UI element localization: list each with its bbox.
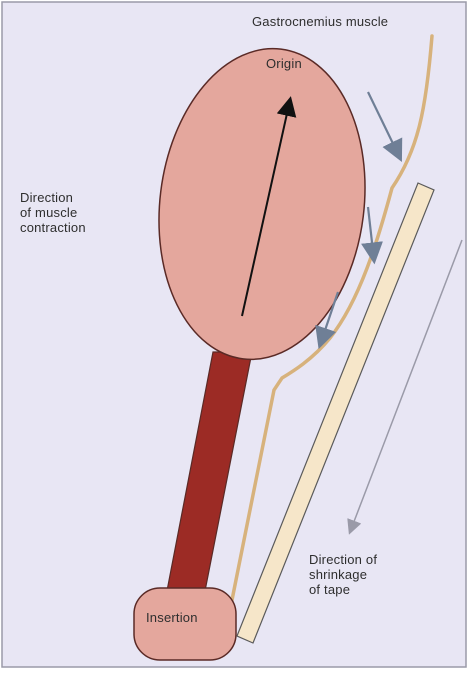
muscle-contraction-label: Direction of muscle contraction xyxy=(20,190,86,235)
tape-shrinkage-label: Direction of shrinkage of tape xyxy=(309,552,377,597)
gastrocnemius-label: Gastrocnemius muscle xyxy=(252,14,388,29)
origin-label: Origin xyxy=(266,56,302,71)
insertion-label: Insertion xyxy=(146,610,198,625)
